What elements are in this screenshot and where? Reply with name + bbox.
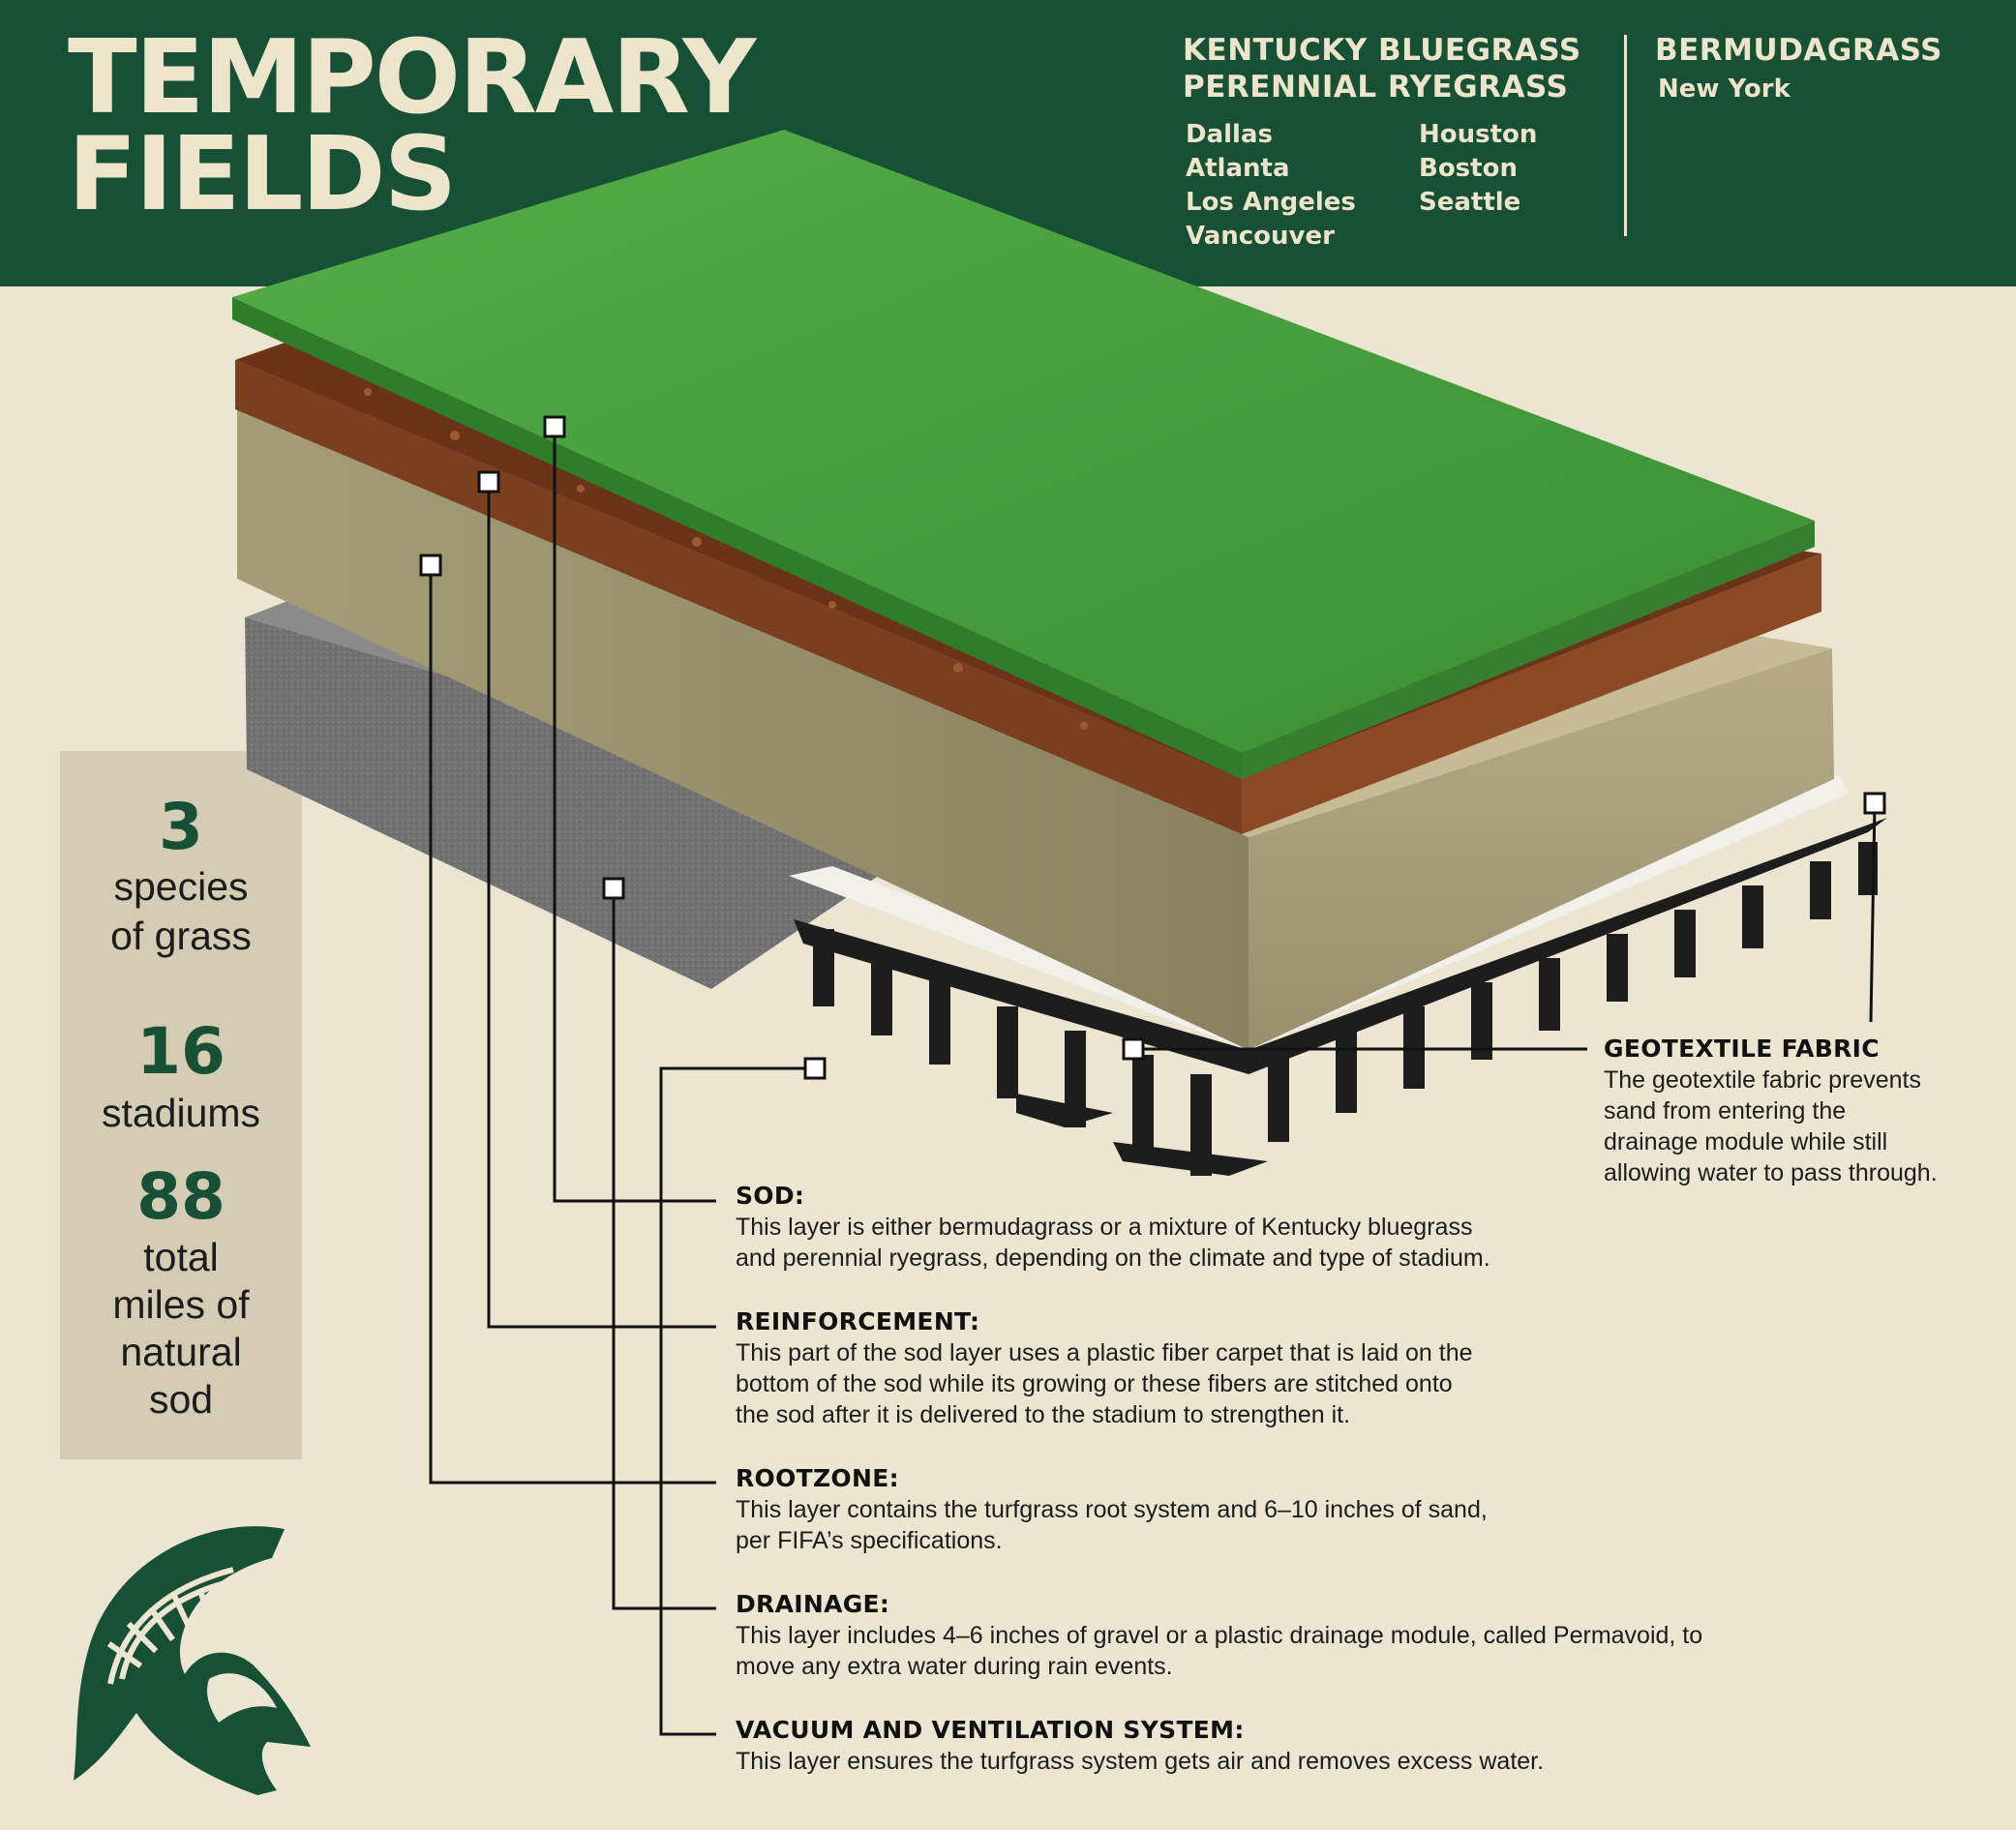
stat-label-line: stadiums bbox=[101, 1091, 261, 1135]
callout-reinforcement: REINFORCEMENT: This part of the sod laye… bbox=[736, 1306, 1587, 1430]
city-item: Boston bbox=[1419, 154, 1518, 183]
callout-line: bottom of the sod while its growing or t… bbox=[736, 1370, 1453, 1397]
callout-line: per FIFA’s specifications. bbox=[736, 1527, 1003, 1554]
sod-layer bbox=[232, 130, 1815, 779]
callout-line: The geotextile fabric prevents bbox=[1604, 1066, 1921, 1094]
stat-number-species: 3 bbox=[159, 790, 203, 864]
spartan-helmet-logo bbox=[74, 1526, 311, 1795]
callout-line: allowing water to pass through. bbox=[1604, 1159, 1938, 1186]
marker-rootzone bbox=[419, 554, 442, 577]
city-item: Los Angeles bbox=[1186, 188, 1356, 217]
marker-geotextile-edge bbox=[1122, 1037, 1145, 1061]
callout-line: sand from entering the bbox=[1604, 1097, 1847, 1125]
marker-reinforcement bbox=[477, 470, 500, 494]
callout-heading: ROOTZONE: bbox=[736, 1464, 899, 1492]
callout-vacuum: VACUUM AND VENTILATION SYSTEM: This laye… bbox=[736, 1715, 1800, 1777]
callout-line: This part of the sod layer uses a plasti… bbox=[736, 1339, 1473, 1366]
title-line-2: FIELDS bbox=[68, 115, 457, 233]
page-title: TEMPORARY FIELDS bbox=[68, 18, 756, 233]
callout-geotextile: GEOTEXTILE FABRIC The geotextile fabric … bbox=[1604, 1034, 2010, 1188]
marker-sod bbox=[543, 415, 566, 438]
drainage-module bbox=[794, 818, 1887, 1176]
callout-heading: REINFORCEMENT: bbox=[736, 1307, 980, 1335]
stat-number-stadiums: 16 bbox=[136, 1014, 226, 1089]
city-item: Atlanta bbox=[1186, 154, 1290, 183]
callout-line: This layer is either bermudagrass or a m… bbox=[736, 1214, 1473, 1241]
stats-panel: 3 species of grass 16 stadiums 88 total … bbox=[60, 751, 302, 1459]
callout-line: and perennial ryegrass, depending on the… bbox=[736, 1245, 1490, 1272]
city-item: Dallas bbox=[1186, 120, 1273, 149]
leader-lines bbox=[429, 427, 1877, 1736]
marker-vacuum bbox=[803, 1057, 827, 1080]
layer-markers bbox=[419, 415, 1886, 1080]
callout-drainage: DRAINAGE: This layer includes 4–6 inches… bbox=[736, 1589, 1800, 1682]
stat-label-line: sod bbox=[148, 1377, 214, 1422]
stat-number-miles: 88 bbox=[136, 1159, 226, 1234]
callout-heading: GEOTEXTILE FABRIC bbox=[1604, 1035, 1880, 1063]
stat-label-line: natural bbox=[120, 1330, 242, 1374]
stat-label-line: miles of bbox=[112, 1282, 250, 1327]
grass-heading-kentucky: KENTUCKY BLUEGRASS bbox=[1183, 33, 1581, 68]
stat-label-line: total bbox=[143, 1235, 219, 1279]
header-divider bbox=[1624, 35, 1627, 236]
marker-geotextile bbox=[1863, 792, 1886, 815]
callout-line: drainage module while still bbox=[1604, 1128, 1888, 1155]
stat-label-line: of grass bbox=[110, 914, 252, 958]
callout-heading: VACUUM AND VENTILATION SYSTEM: bbox=[736, 1716, 1245, 1744]
callout-line: the sod after it is delivered to the sta… bbox=[736, 1401, 1351, 1428]
grass-heading-bermuda: BERMUDAGRASS bbox=[1655, 33, 1942, 68]
city-item: Vancouver bbox=[1186, 222, 1335, 251]
grass-heading-ryegrass: PERENNIAL RYEGRASS bbox=[1183, 70, 1569, 105]
callout-line: This layer includes 4–6 inches of gravel… bbox=[736, 1622, 1703, 1649]
callout-line: This layer contains the turfgrass root s… bbox=[736, 1496, 1488, 1523]
city-item: Seattle bbox=[1419, 188, 1521, 217]
callout-line: move any extra water during rain events. bbox=[736, 1653, 1173, 1680]
city-item: Houston bbox=[1419, 120, 1538, 149]
title-line-1: TEMPORARY bbox=[68, 18, 756, 136]
callout-heading: DRAINAGE: bbox=[736, 1590, 890, 1618]
callout-sod: SOD: This layer is either bermudagrass o… bbox=[736, 1181, 1587, 1274]
stat-label-line: species bbox=[113, 864, 249, 909]
callout-heading: SOD: bbox=[736, 1182, 805, 1210]
callout-rootzone: ROOTZONE: This layer contains the turfgr… bbox=[736, 1463, 1587, 1556]
marker-drainage bbox=[602, 877, 625, 900]
callout-line: This layer ensures the turfgrass system … bbox=[736, 1748, 1545, 1775]
city-item: New York bbox=[1658, 75, 1790, 104]
